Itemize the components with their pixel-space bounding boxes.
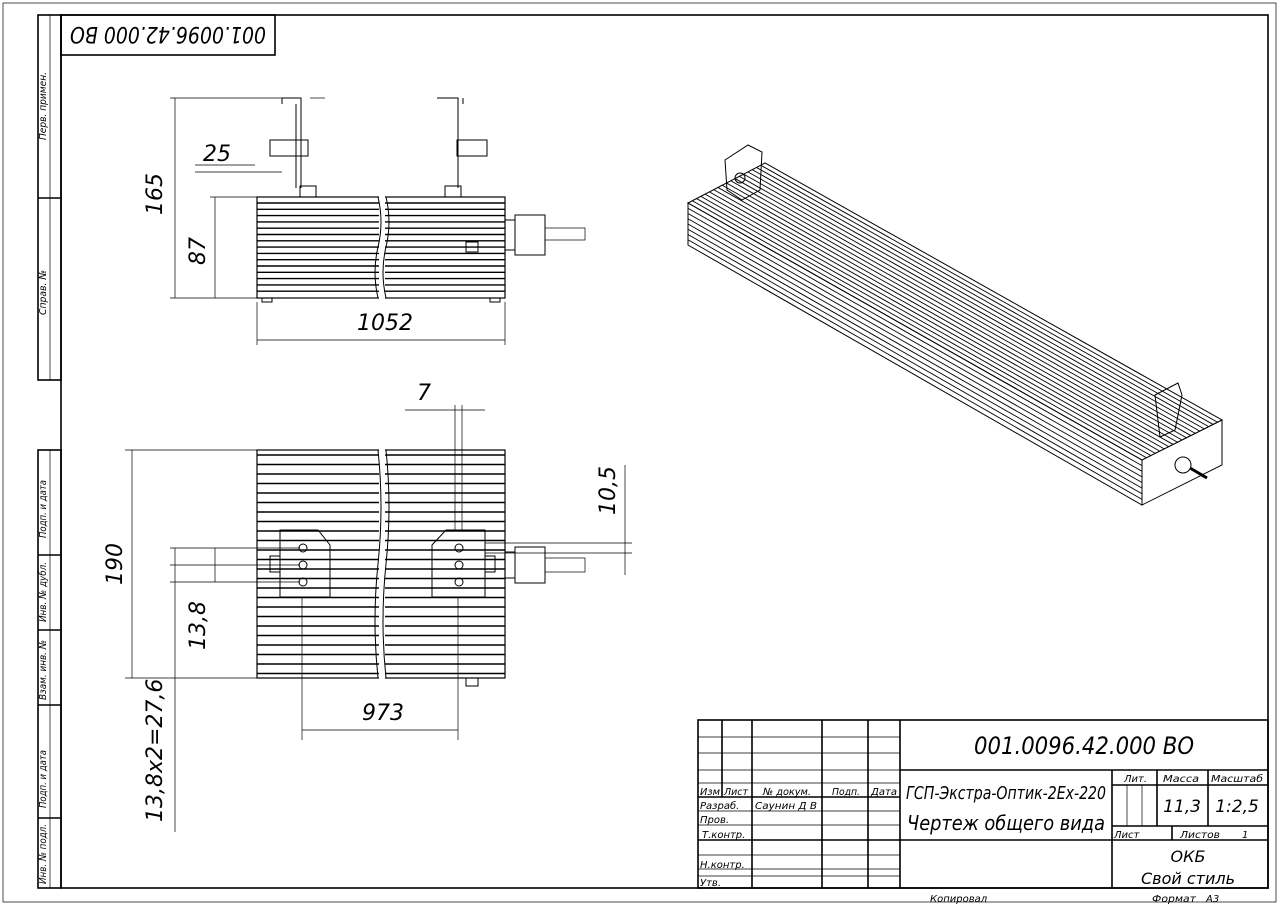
lit-label: Лит. xyxy=(1123,774,1147,785)
fin-line xyxy=(726,182,1183,441)
dim-973: 973 xyxy=(362,701,404,726)
col-header: Изм xyxy=(700,787,720,798)
col-header: Дата xyxy=(870,787,897,798)
fin-line xyxy=(687,213,1143,472)
scale-label: Масштаб xyxy=(1211,773,1263,785)
fin-line xyxy=(687,228,1143,489)
top-view: 190 13,8 13,8x2=27,6 973 7 10,5 xyxy=(103,381,632,832)
role-label: Утв. xyxy=(700,878,721,889)
side-label: Взам. инв. № xyxy=(38,640,49,700)
dim-1052: 1052 xyxy=(357,311,413,336)
dim-165: 165 xyxy=(143,173,168,215)
fin-line xyxy=(743,173,1200,432)
fin-line xyxy=(760,164,1218,423)
dim-87: 87 xyxy=(186,237,211,265)
fin-line xyxy=(700,195,1156,454)
cable-gland xyxy=(1174,456,1192,474)
copied-label: Копировал xyxy=(930,894,988,905)
mass-value: 11,3 xyxy=(1163,797,1201,817)
scale-value: 1:2,5 xyxy=(1215,797,1259,817)
dim-27-6: 13,8x2=27,6 xyxy=(143,679,168,822)
dim-190: 190 xyxy=(103,543,128,585)
col-header: № докум. xyxy=(762,787,811,798)
role-label: Н.контр. xyxy=(700,860,745,871)
format-label: Формат xyxy=(1152,894,1197,905)
isometric-view xyxy=(686,144,1224,506)
bracket xyxy=(724,144,763,201)
developer-name: Саунин Д В xyxy=(755,801,817,812)
left-margin-strip: Перв. примен. Справ. № Подп. и дата Инв.… xyxy=(37,14,62,889)
sheets-value: 1 xyxy=(1242,830,1248,841)
mass-label: Масса xyxy=(1163,774,1199,785)
col-header: Лист xyxy=(723,787,749,798)
fin-line xyxy=(713,189,1169,448)
designation: 001.0096.42.000 ВО xyxy=(974,732,1194,760)
fin-line xyxy=(704,193,1160,452)
fin-line xyxy=(687,223,1143,483)
side-label: Подп. и дата xyxy=(38,750,49,808)
dim-7: 7 xyxy=(417,381,431,406)
side-label: Подп. и дата xyxy=(38,480,49,538)
stamp-text: 001.0096.42.000 ВО xyxy=(70,21,266,46)
fin-line xyxy=(730,180,1187,439)
fin-line xyxy=(739,175,1196,434)
fin-line xyxy=(709,191,1165,450)
product-name: ГСП-Экстра-Оптик-2Ex-220 xyxy=(906,783,1106,804)
side-label: Инв. № дубл. xyxy=(37,562,49,622)
role-label: Разраб. xyxy=(700,800,739,812)
organization: ОКБ xyxy=(1171,847,1206,866)
fin-line xyxy=(751,169,1209,428)
side-label: Перв. примен. xyxy=(38,72,49,140)
dim-13-8: 13,8 xyxy=(186,601,211,650)
format-value: А3 xyxy=(1205,894,1219,905)
fin-line xyxy=(747,171,1205,430)
fin-line xyxy=(687,218,1143,478)
fin-line xyxy=(687,239,1143,500)
dim-10-5: 10,5 xyxy=(596,466,621,515)
inverted-stamp: 001.0096.42.000 ВО xyxy=(60,14,276,56)
fin-line xyxy=(687,207,1143,467)
fin-line xyxy=(756,167,1214,425)
side-label: Инв. № подл. xyxy=(38,824,49,884)
role-label: Т.контр. xyxy=(702,830,745,841)
col-header: Подп. xyxy=(832,787,860,798)
title-block: 001.0096.42.000 ВО ГСП-Экстра-Оптик-2Ex-… xyxy=(697,719,1269,905)
fin-line xyxy=(734,178,1192,436)
front-view: 165 87 25 1052 xyxy=(143,97,586,345)
bracket xyxy=(1154,382,1183,438)
fin-line xyxy=(722,184,1178,443)
role-label: Пров. xyxy=(700,815,729,826)
sheets-label: Листов xyxy=(1179,830,1220,841)
fin-line xyxy=(692,200,1147,459)
fin-line xyxy=(696,198,1152,456)
fin-line xyxy=(717,187,1174,445)
fin-line xyxy=(687,234,1143,495)
organization-sub: Свой стиль xyxy=(1141,869,1235,888)
side-label: Справ. № xyxy=(38,270,49,315)
sheet-label: Лист xyxy=(1113,830,1141,841)
dim-25: 25 xyxy=(203,142,231,167)
document-type: Чертеж общего вида xyxy=(907,811,1105,835)
